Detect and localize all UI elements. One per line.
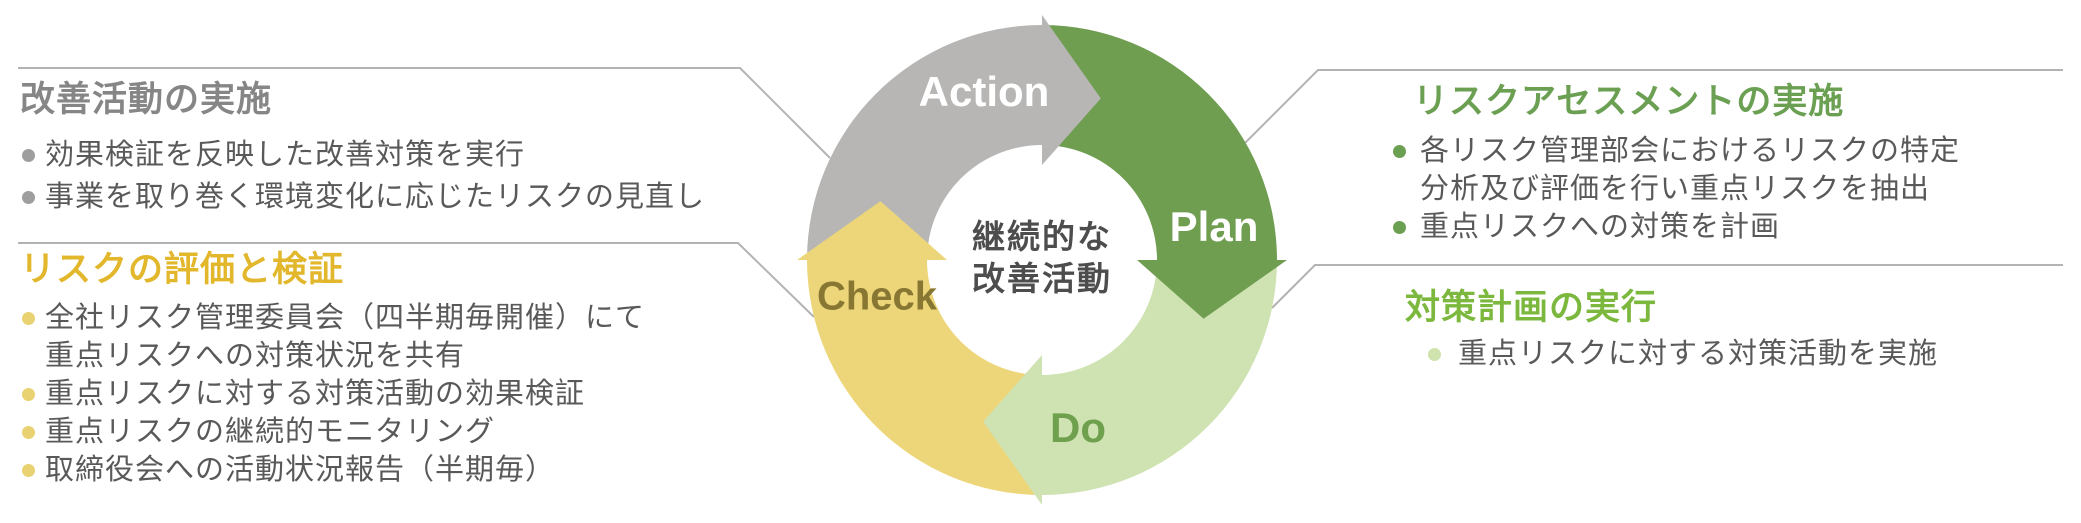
bullet-list: 効果検証を反映した改善対策を実行 事業を取り巻く環境変化に応じたリスクの見直し: [20, 134, 780, 218]
connector-line-bottom-right: [1271, 264, 2063, 309]
bullet-list: 各リスク管理部会におけるリスクの特定分析及び評価を行い重点リスクを抽出 重点リス…: [1393, 132, 2053, 246]
list-item: 取締役会への活動状況報告（半期毎）: [22, 451, 780, 489]
panel-title: リスクアセスメントの実施: [1413, 82, 1845, 121]
connector-line-top-right: [1244, 69, 2063, 144]
list-item: 重点リスクに対する対策活動を実施: [1428, 335, 2065, 373]
list-item: 全社リスク管理委員会（四半期毎開催）にて重点リスクへの対策状況を共有: [22, 299, 780, 375]
panel-title: 対策計画の実行: [1405, 288, 1658, 327]
bullet-icon: [22, 312, 35, 325]
panel-risk-assessment: リスクアセスメントの実施 各リスク管理部会におけるリスクの特定分析及び評価を行い…: [1393, 82, 2053, 246]
list-item-text: 各リスク管理部会におけるリスクの特定: [1420, 135, 1961, 167]
pdca-arrowhead-plan: [1137, 260, 1287, 319]
pdca-arc-action: [807, 25, 1042, 260]
list-item-text: 効果検証を反映した改善対策を実行: [45, 139, 526, 171]
pdca-arrowhead-action: [1042, 15, 1101, 165]
list-item-text: 重点リスクへの対策を計画: [1420, 211, 1781, 243]
connector-line-top-left: [18, 67, 831, 159]
bullet-icon: [22, 191, 35, 204]
center-caption-line1: 継続的な: [972, 218, 1112, 255]
list-item-text: 全社リスク管理委員会（四半期毎開催）にて: [45, 302, 646, 334]
cycle-center-caption: 継続的な 改善活動: [972, 216, 1112, 300]
bullet-icon: [1393, 145, 1406, 158]
list-item-text: 取締役会への活動状況報告（半期毎）: [45, 454, 556, 486]
pdca-arc-check: [807, 260, 1042, 495]
list-item: 重点リスクに対する対策活動の効果検証: [22, 375, 780, 413]
bullet-icon: [1428, 348, 1441, 361]
list-item-text: 重点リスクに対する対策活動の効果検証: [45, 378, 586, 410]
panel-countermeasure-execution: 対策計画の実行 重点リスクに対する対策活動を実施: [1405, 288, 2065, 373]
ring-label-check: Check: [816, 274, 938, 319]
ring-label-do: Do: [1050, 404, 1106, 451]
panel-title: 改善活動の実施: [20, 80, 273, 119]
list-item: 効果検証を反映した改善対策を実行: [22, 134, 780, 176]
bullet-icon: [22, 426, 35, 439]
bullet-icon: [22, 464, 35, 477]
center-caption-line2: 改善活動: [972, 260, 1112, 297]
pdca-arc-plan: [1042, 25, 1277, 260]
panel-title: リスクの評価と検証: [20, 250, 345, 289]
bullet-list: 全社リスク管理委員会（四半期毎開催）にて重点リスクへの対策状況を共有 重点リスク…: [20, 299, 780, 489]
pdca-arc-do: [1042, 260, 1277, 495]
list-item-text: 事業を取り巻く環境変化に応じたリスクの見直し: [45, 181, 706, 213]
list-item-text: 重点リスクへの対策状況を共有: [45, 340, 466, 372]
bullet-icon: [22, 149, 35, 162]
bullet-list: 重点リスクに対する対策活動を実施: [1405, 335, 2065, 373]
panel-improvement-implementation: 改善活動の実施 効果検証を反映した改善対策を実行 事業を取り巻く環境変化に応じた…: [20, 79, 780, 218]
pdca-arrowhead-do: [983, 355, 1042, 505]
ring-label-plan: Plan: [1169, 203, 1259, 250]
list-item-text: 分析及び評価を行い重点リスクを抽出: [1420, 173, 1931, 205]
list-item: 重点リスクの継続的モニタリング: [22, 413, 780, 451]
list-item-text: 重点リスクの継続的モニタリング: [45, 416, 496, 448]
list-item: 各リスク管理部会におけるリスクの特定分析及び評価を行い重点リスクを抽出: [1393, 132, 2053, 208]
list-item: 事業を取り巻く環境変化に応じたリスクの見直し: [22, 176, 780, 218]
pdca-arrowhead-check: [797, 201, 947, 260]
list-item-text: 重点リスクに対する対策活動を実施: [1458, 338, 1939, 370]
connector-line-bottom-left: [18, 242, 815, 318]
bullet-icon: [1393, 221, 1406, 234]
bullet-icon: [22, 388, 35, 401]
list-item: 重点リスクへの対策を計画: [1393, 208, 2053, 246]
panel-risk-evaluation-verification: リスクの評価と検証 全社リスク管理委員会（四半期毎開催）にて重点リスクへの対策状…: [20, 250, 780, 489]
ring-label-action: Action: [918, 68, 1050, 115]
